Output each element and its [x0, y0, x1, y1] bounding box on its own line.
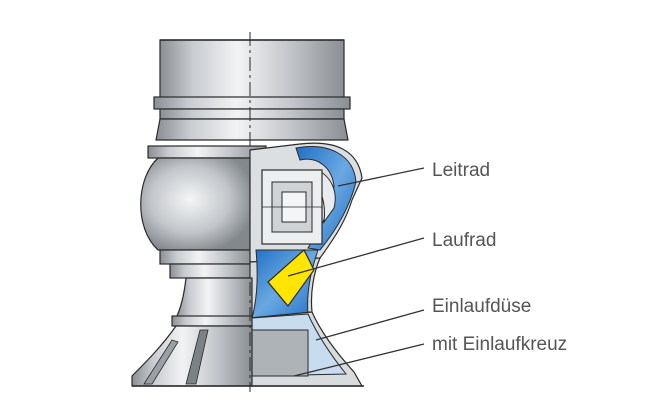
einlaufduese-leader — [315, 309, 425, 341]
upper-casing — [155, 118, 349, 141]
middle-flange — [147, 145, 267, 159]
inlet-bell — [131, 277, 364, 387]
laufrad-leader — [287, 237, 425, 277]
einlaufkreuz-leader — [293, 343, 425, 377]
label-laufrad: Laufrad — [432, 230, 496, 251]
einlaufkreuz-rib — [185, 329, 209, 385]
leitrad-flow-channel — [295, 146, 357, 251]
laufrad-blade — [267, 249, 315, 307]
lower-flange — [159, 249, 253, 265]
cutaway-section — [249, 142, 364, 387]
label-einlaufkreuz: mit Einlaufkreuz — [432, 334, 567, 355]
label-einlaufduese: Einlaufdüse — [432, 296, 531, 317]
leitrad-leader — [337, 167, 425, 187]
pump-column — [153, 39, 351, 120]
label-leitrad: Leitrad — [432, 160, 490, 181]
bulb-housing — [140, 157, 251, 251]
